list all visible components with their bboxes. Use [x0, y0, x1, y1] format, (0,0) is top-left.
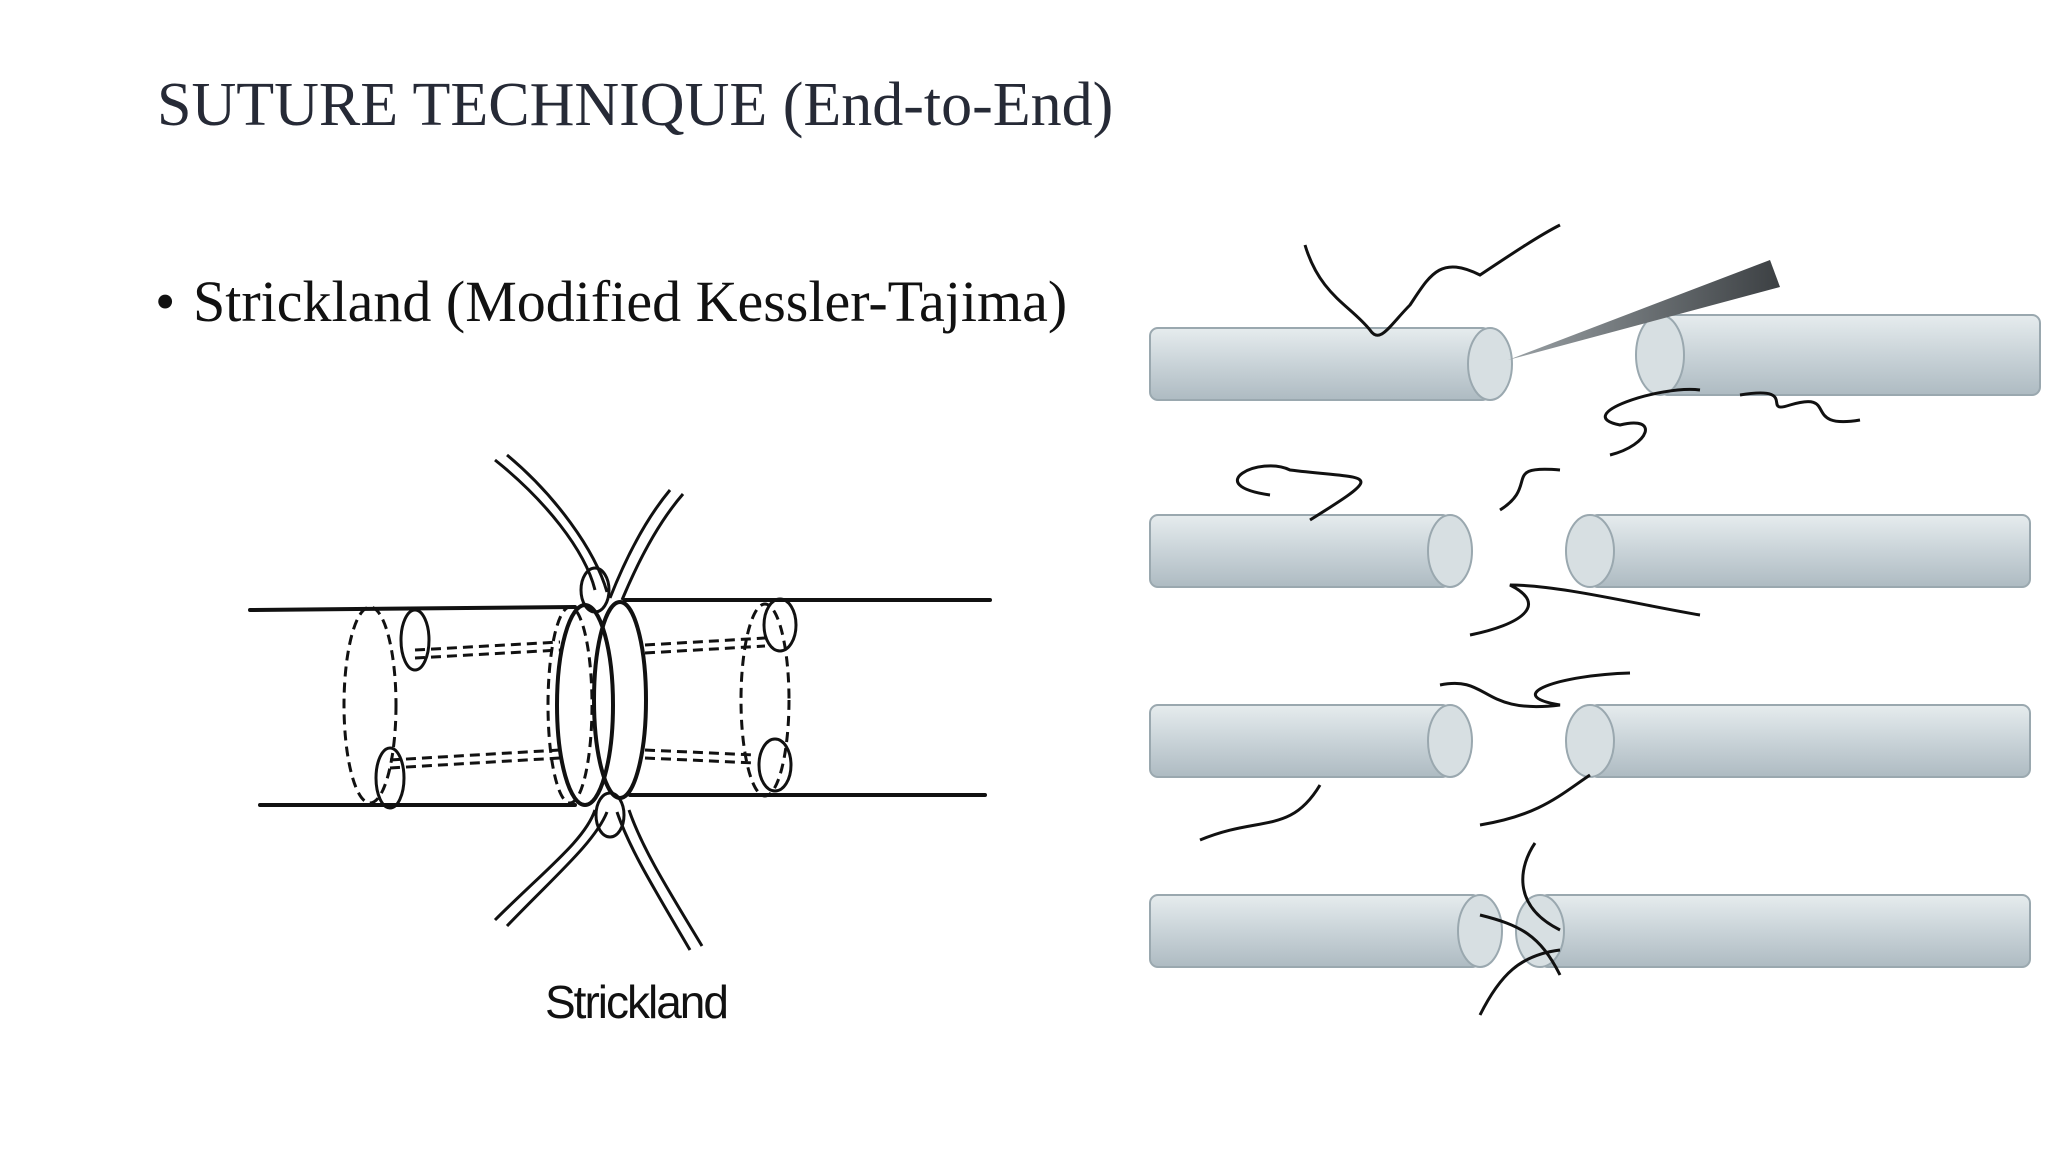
- needle-holder-icon: [1508, 260, 1780, 360]
- knot-upper-right: [762, 597, 798, 653]
- knot-upper-left: [399, 608, 431, 672]
- suture-strand-top-left: [494, 453, 609, 593]
- hidden-loop-left: [342, 605, 398, 805]
- center-knot-bottom: [594, 791, 626, 839]
- step-3: [1149, 671, 2031, 842]
- bullet-marker: •: [155, 269, 176, 334]
- tendon-repair-steps-illustration: [1149, 223, 2041, 1016]
- knot-lower-left: [374, 746, 406, 810]
- hidden-cut-edge: [546, 605, 594, 805]
- step-1: [1149, 223, 2041, 457]
- figure-caption: Strickland: [545, 976, 727, 1028]
- cut-end-right: [592, 600, 648, 800]
- suture-strand-bottom-left: [493, 809, 609, 928]
- bullet-list: • Strickland (Modified Kessler-Tajima): [155, 268, 1067, 335]
- slide-title: SUTURE TECHNIQUE (End-to-End): [157, 71, 1114, 139]
- bullet-item: • Strickland (Modified Kessler-Tajima): [155, 268, 1067, 335]
- step-2: [1149, 464, 2031, 637]
- suture-strand-bottom-right: [615, 809, 704, 951]
- core-suture-upper-right: [644, 636, 766, 655]
- core-suture-lower-left: [389, 748, 561, 770]
- core-suture-upper-left: [414, 640, 561, 660]
- center-knot-top: [579, 566, 611, 614]
- suture-strand-top-right: [608, 489, 685, 601]
- hidden-loop-right: [739, 602, 791, 798]
- bullet-text: Strickland (Modified Kessler-Tajima): [193, 269, 1068, 334]
- tendon-top-edge-left: [248, 605, 577, 612]
- strickland-suture-diagram: Strickland: [248, 453, 992, 1028]
- step-4: [1149, 842, 2031, 1016]
- core-suture-lower-right: [644, 748, 756, 765]
- knot-lower-right: [757, 737, 793, 793]
